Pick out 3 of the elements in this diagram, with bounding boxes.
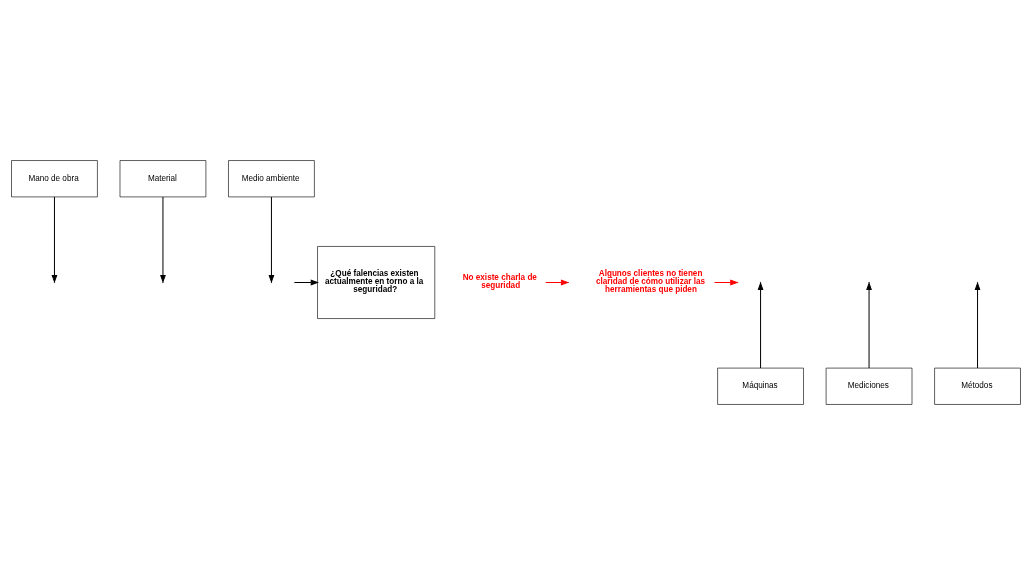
arrow [865,282,872,369]
arrow [293,279,318,285]
arrow [159,195,166,282]
